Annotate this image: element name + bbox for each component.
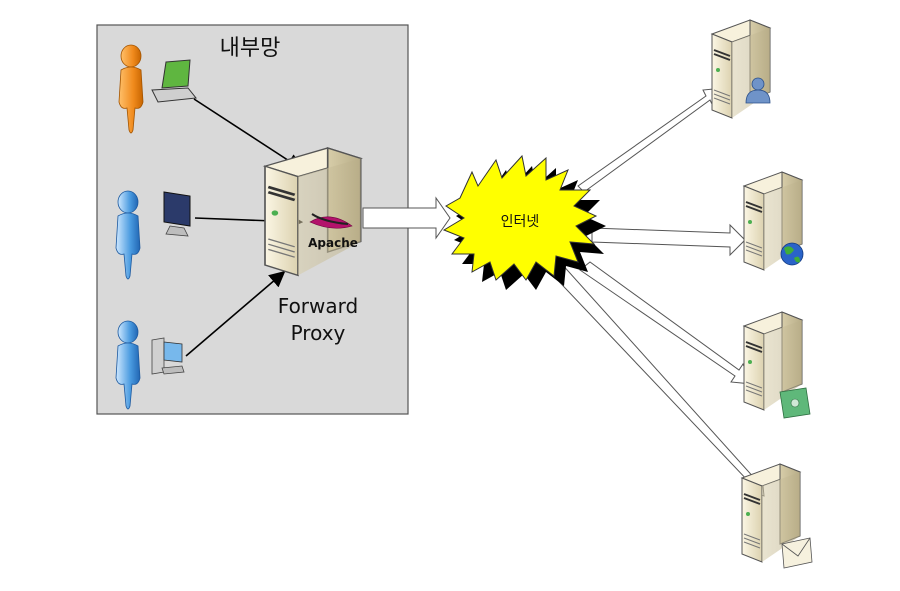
internal-network-label: 내부망: [220, 36, 281, 61]
client-arrow-3: [185, 270, 286, 357]
server-arrows: [547, 87, 765, 497]
monitor-icon: [163, 191, 191, 237]
internet-label: 인터넷: [501, 214, 540, 230]
laptop-icon: [151, 59, 197, 103]
desktop-icon: [151, 337, 185, 375]
internet-burst: [442, 154, 598, 281]
mail-icon: [781, 537, 813, 569]
client-3: [115, 320, 185, 410]
proxy-caption-line1: Forward: [278, 294, 358, 318]
apache-label: Apache: [308, 236, 358, 250]
server-3: [743, 311, 811, 419]
arrow-to-server-2: [591, 223, 746, 257]
arrow-to-server-3: [579, 261, 753, 385]
user-icon: [745, 77, 771, 104]
apache-feather-icon: [309, 213, 353, 229]
internet-cloud: 인터넷: [442, 154, 606, 290]
proxy-caption-line2: Proxy: [291, 321, 346, 345]
server-2: [743, 171, 804, 271]
client-arrow-1: [193, 98, 303, 170]
client-1: [118, 44, 197, 134]
client-2: [115, 190, 191, 280]
arrow-to-server-1: [577, 87, 725, 193]
globe-icon: [780, 242, 804, 266]
money-icon: [779, 387, 811, 419]
server-4: [741, 463, 813, 569]
proxy-to-internet-arrow: [362, 196, 451, 240]
arrow-to-server-4: [547, 261, 765, 497]
proxy-server: Apache Forward Proxy: [263, 146, 363, 345]
server-1: [711, 19, 771, 119]
